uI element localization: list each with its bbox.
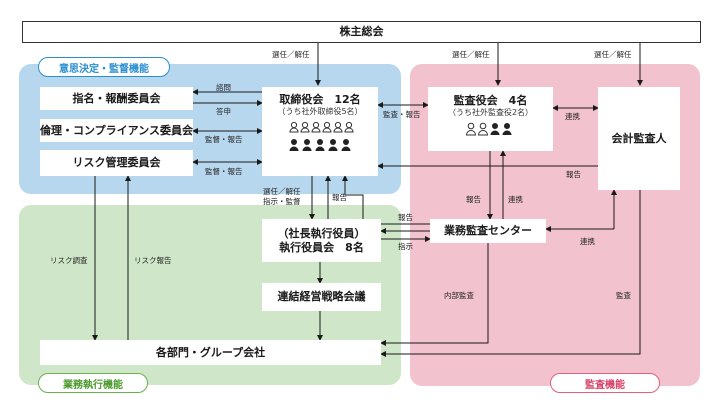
board-of-directors: 取締役会 12名 （うち社外取締役5名） bbox=[262, 87, 378, 176]
label-elect-audit-board: 選任／解任 bbox=[452, 50, 490, 59]
execution-region-label: 業務執行機能 bbox=[38, 373, 148, 393]
label-report-center-board: 報告 bbox=[398, 213, 413, 222]
audit-board-subtitle: （うち社外監査役2名） bbox=[447, 107, 534, 117]
person-filled-icon bbox=[289, 138, 351, 151]
departments-group-companies: 各部門・グループ会社 bbox=[40, 340, 381, 365]
exec-line2: 執行役員会 8名 bbox=[279, 240, 364, 254]
risk-management-committee: リスク管理委員会 bbox=[40, 150, 193, 176]
label-instruct: 指示 bbox=[398, 242, 413, 251]
audit-region-label: 監査機能 bbox=[550, 373, 660, 393]
label-supervise-report-risk: 監督・報告 bbox=[205, 167, 243, 176]
label-report-answer: 答申 bbox=[216, 107, 231, 116]
label-report-auditor-board: 報告 bbox=[566, 170, 581, 179]
person-outline-icon bbox=[289, 121, 354, 133]
consolidated-strategy-meeting: 連結経営戦略会議 bbox=[262, 283, 381, 311]
label-exec-instruct: 指示・監督 bbox=[263, 197, 301, 206]
label-cooperation-auditor: 連携 bbox=[565, 112, 580, 121]
ethics-compliance-committee: 倫理・コンプライアンス委員会 bbox=[40, 119, 193, 142]
business-audit-center: 業務監査センター bbox=[430, 219, 546, 243]
label-supervise-report-compliance: 監督・報告 bbox=[205, 135, 243, 144]
supervision-region-label: 意思決定・監督機能 bbox=[38, 57, 170, 77]
label-report-exec-board: 報告 bbox=[332, 193, 347, 202]
exec-line1: （社長執行役員） bbox=[277, 226, 366, 240]
person-filled-icon bbox=[490, 122, 511, 135]
audit-supervisory-board: 監査役会 4名 （うち社外監査役2名） bbox=[428, 87, 553, 151]
shareholders-meeting: 株主総会 bbox=[22, 21, 701, 43]
label-audit-report: 監査・報告 bbox=[383, 110, 421, 119]
label-elect-board: 選任／解任 bbox=[272, 50, 310, 59]
label-risk-survey: リスク調査 bbox=[50, 256, 88, 265]
board-members-icons bbox=[289, 121, 354, 151]
audit-board-title: 監査役会 4名 bbox=[453, 94, 528, 107]
label-audit: 監査 bbox=[616, 291, 631, 300]
board-title: 取締役会 12名 bbox=[279, 93, 361, 106]
label-cooperation-center-auditor: 連携 bbox=[580, 237, 595, 246]
label-elect-accounting-auditor: 選任／解任 bbox=[594, 50, 632, 59]
label-report-center-auditboard: 報告 bbox=[466, 195, 481, 204]
audit-board-members-icons bbox=[465, 122, 511, 136]
nomination-compensation-committee: 指名・報酬委員会 bbox=[40, 87, 193, 110]
label-consult: 諮問 bbox=[216, 83, 231, 92]
board-subtitle: （うち社外取締役5名） bbox=[277, 106, 363, 116]
accounting-auditor: 会計監査人 bbox=[598, 87, 680, 190]
label-exec-elect: 選任／解任 bbox=[263, 187, 301, 196]
person-outline-icon bbox=[465, 122, 488, 136]
label-internal-audit: 内部監査 bbox=[444, 291, 474, 300]
label-cooperation-center-auditboard: 連携 bbox=[508, 195, 523, 204]
label-risk-report: リスク報告 bbox=[134, 256, 172, 265]
executive-officers-committee: （社長執行役員） 執行役員会 8名 bbox=[262, 219, 381, 262]
